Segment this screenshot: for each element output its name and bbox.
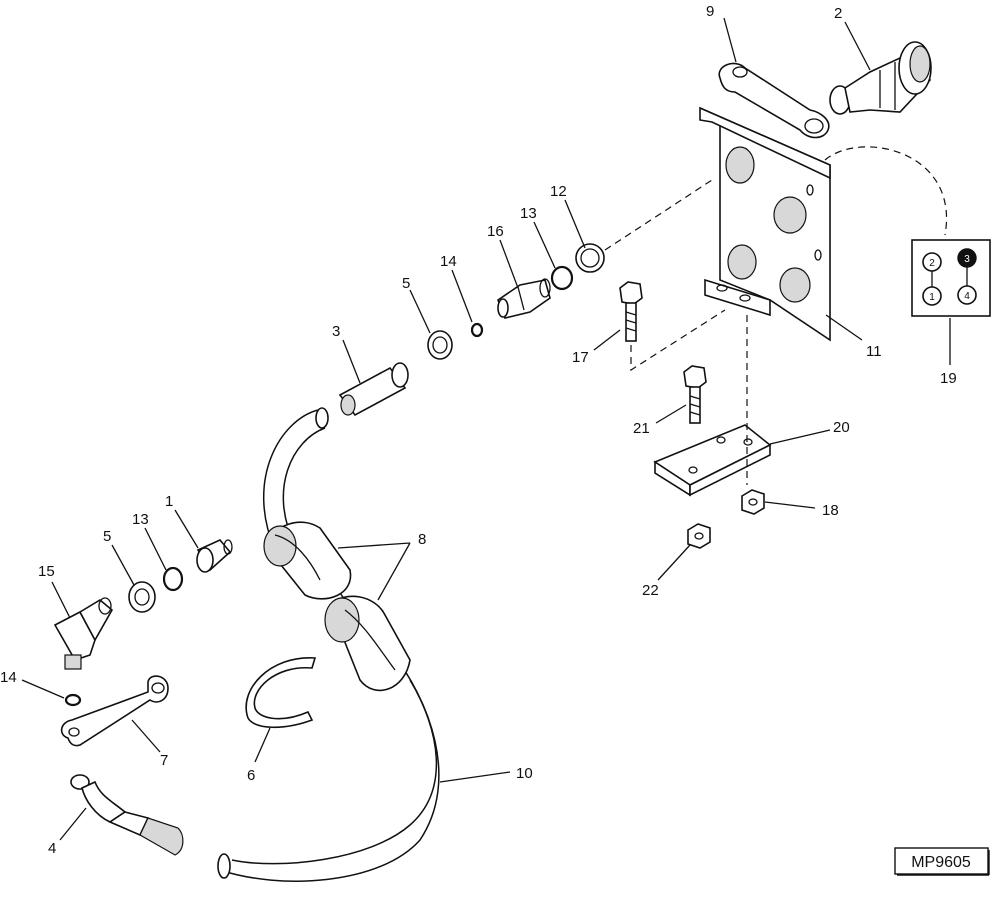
swivel-nut [338, 362, 409, 417]
retaining-ring [575, 243, 605, 273]
callout-21: 21 [633, 420, 650, 437]
callout-7: 7 [160, 752, 168, 769]
hose-sleeve-lower [324, 595, 411, 692]
figure-code-box: MP9605 [894, 847, 990, 876]
callout-18: 18 [822, 502, 839, 519]
o-ring-small-lower [64, 693, 82, 707]
hose-sleeve-upper [263, 521, 352, 600]
adapter-fitting [497, 278, 551, 319]
bolt-21 [683, 365, 707, 424]
flange-nut [741, 489, 765, 515]
callout-17: 17 [572, 349, 589, 366]
port-decal-label-3: 3 [964, 254, 970, 265]
callout-11: 11 [866, 343, 882, 360]
hydraulic-hose [217, 407, 440, 882]
elbow-fitting-15 [53, 597, 114, 670]
callout-15: 15 [38, 563, 55, 580]
port-decal-label-2: 2 [929, 258, 935, 269]
callout-labels: 9 2 12 13 16 14 5 3 17 11 19 21 20 18 22… [0, 3, 957, 857]
callout-2: 2 [834, 5, 842, 22]
callout-14-lower: 14 [0, 669, 17, 686]
lever-arm [718, 62, 830, 139]
hose-clamp [245, 657, 317, 729]
callout-10: 10 [516, 765, 533, 782]
callout-12: 12 [550, 183, 567, 200]
o-ring-upper [550, 265, 574, 291]
port-decal-label-1: 1 [929, 292, 935, 303]
hex-nut [687, 523, 711, 549]
callout-22: 22 [642, 582, 659, 599]
callout-16: 16 [487, 223, 504, 240]
o-ring-small-upper [470, 322, 484, 338]
callout-20: 20 [833, 419, 850, 436]
callout-19: 19 [940, 370, 957, 387]
callout-1: 1 [165, 493, 173, 510]
callout-5-upper: 5 [402, 275, 410, 292]
callout-13-lower: 13 [132, 511, 149, 528]
figure-code: MP9605 [911, 854, 971, 871]
callout-leaders [21, 17, 951, 841]
lever-arm-7 [60, 675, 169, 747]
port-decal-label-4: 4 [964, 291, 970, 302]
port-decal: 2 3 1 4 [911, 239, 991, 317]
mounting-plate [653, 424, 772, 497]
mounting-bracket [699, 106, 831, 342]
callout-9: 9 [706, 3, 714, 20]
washer-lower [128, 581, 156, 613]
o-ring-lower [162, 566, 184, 592]
callout-4: 4 [48, 840, 56, 857]
hose-end-elbow-4 [70, 774, 184, 856]
bolt-17 [619, 281, 643, 342]
callout-5-lower: 5 [103, 528, 111, 545]
callout-14-upper: 14 [440, 253, 457, 270]
quick-coupler [829, 41, 932, 115]
washer-upper [427, 330, 453, 360]
callout-13-upper: 13 [520, 205, 537, 222]
connector-fitting-1 [196, 539, 233, 573]
callout-3: 3 [332, 323, 340, 340]
callout-6: 6 [247, 767, 255, 784]
callout-8: 8 [418, 531, 426, 548]
